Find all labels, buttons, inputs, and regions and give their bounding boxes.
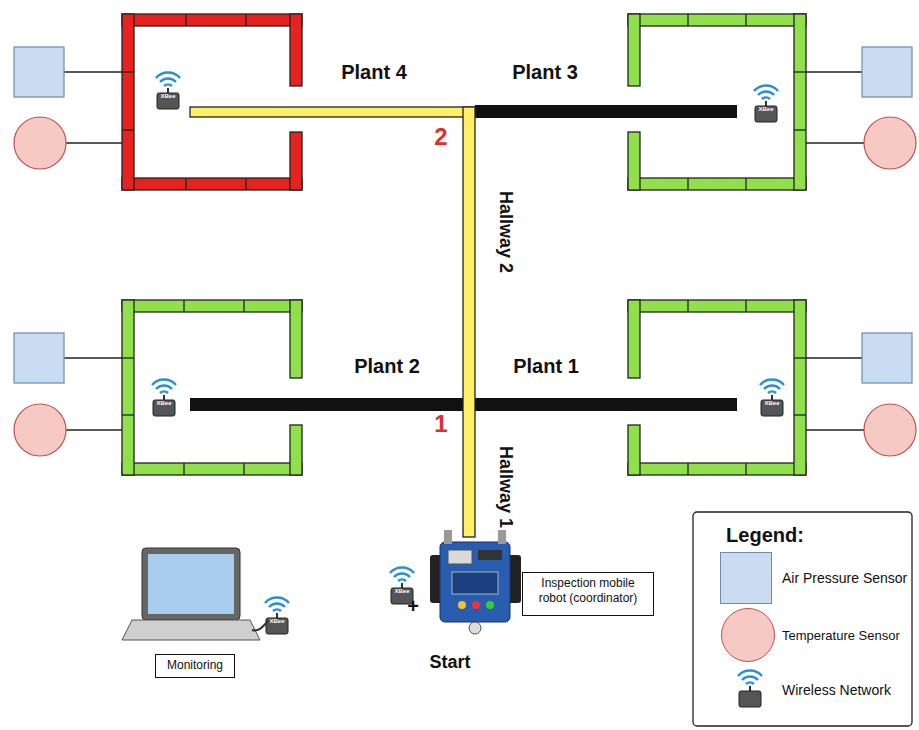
callout-number: 1 xyxy=(434,410,447,438)
xbee-label: XBee xyxy=(394,588,409,594)
callout-number: 2 xyxy=(434,123,447,151)
room-label: Plant 1 xyxy=(513,355,579,378)
legend-swatch xyxy=(720,552,772,604)
box-text: Inspection mobile robot (coordinator) xyxy=(529,576,647,606)
xbee-label: XBee xyxy=(764,400,779,406)
legend-text: Wireless Network xyxy=(782,682,891,698)
text-box: Inspection mobile robot (coordinator) xyxy=(522,572,654,616)
room-label: Plant 4 xyxy=(341,61,407,84)
legend-title: Legend: xyxy=(726,524,804,547)
xbee-label: XBee xyxy=(156,400,171,406)
hallway-label: Hallway 1 xyxy=(495,446,516,528)
legend-swatch xyxy=(721,608,775,662)
legend-text: Air Pressure Sensor xyxy=(782,570,907,586)
plus-sign: + xyxy=(407,595,419,618)
box-text: Monitoring xyxy=(162,658,228,673)
hallway-label: Hallway 2 xyxy=(495,191,516,273)
xbee-label: XBee xyxy=(160,93,175,99)
xbee-label: XBee xyxy=(758,106,773,112)
xbee-label: XBee xyxy=(269,618,284,624)
start-label: Start xyxy=(429,652,470,673)
room-label: Plant 3 xyxy=(512,61,578,84)
text-box: Monitoring xyxy=(155,654,235,678)
room-label: Plant 2 xyxy=(354,355,420,378)
legend-text: Temperature Sensor xyxy=(782,628,900,643)
